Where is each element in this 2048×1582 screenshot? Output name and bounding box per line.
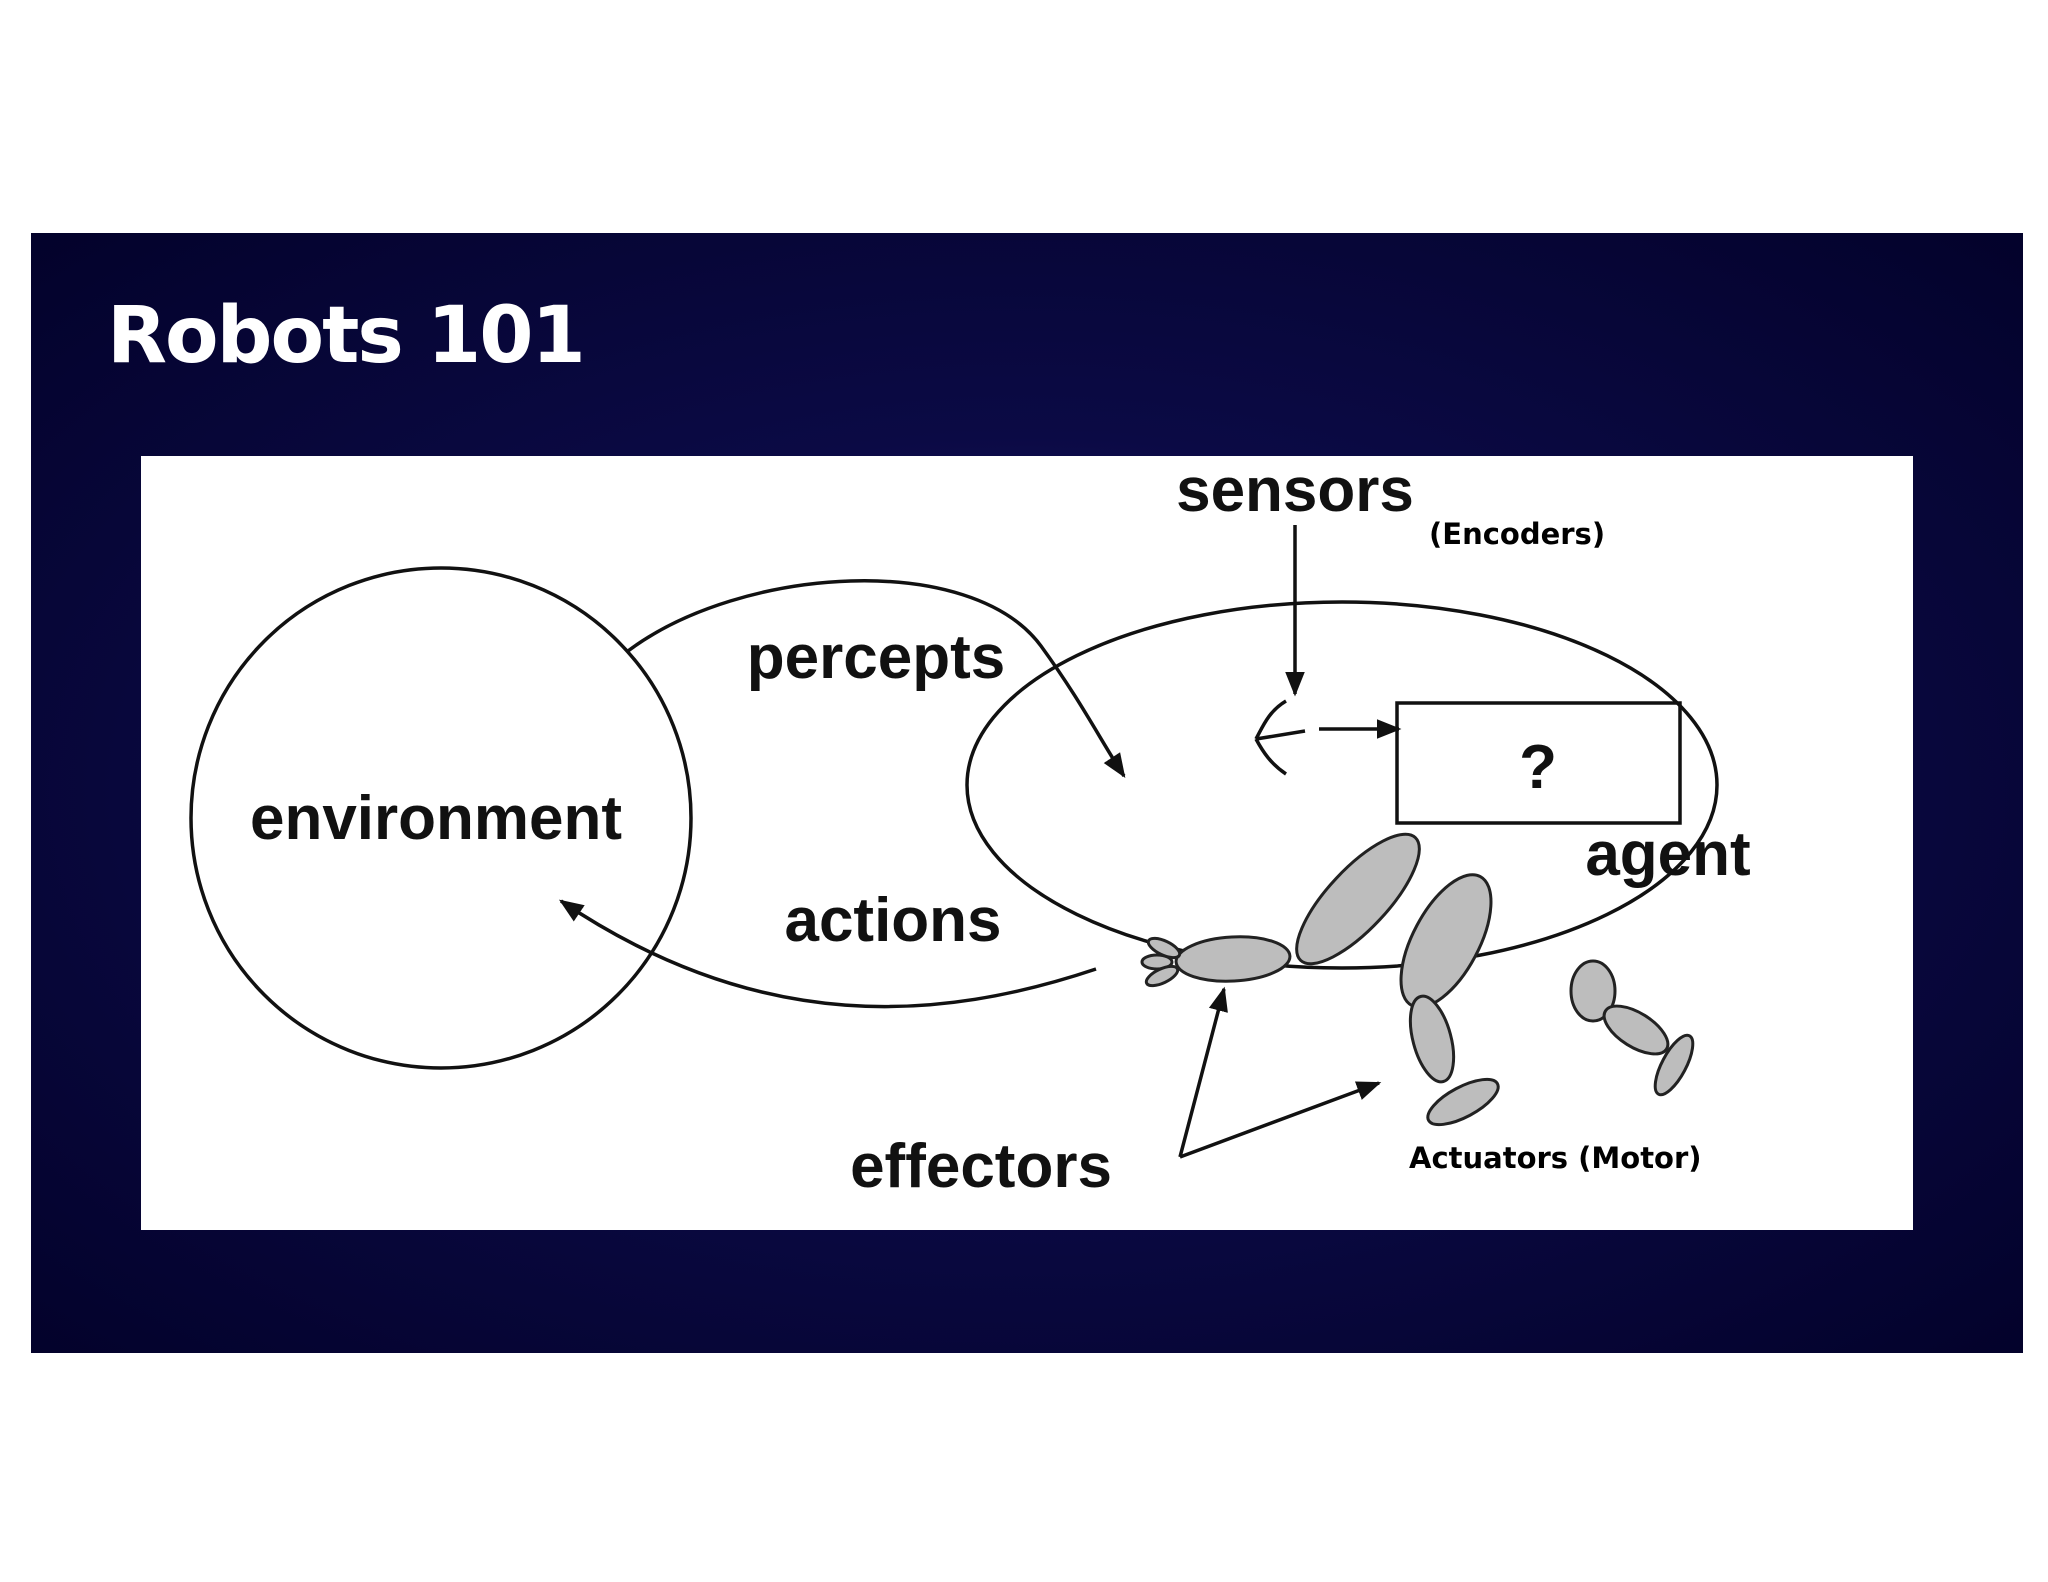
diagram-canvas: environment agent ? percepts actions sen… — [189, 456, 1751, 1201]
effectors-arrow-leg — [1179, 1081, 1382, 1159]
percepts-label: percepts — [747, 623, 1005, 692]
slide-title: Robots 101 — [107, 291, 586, 381]
back-foot — [1653, 1033, 1695, 1097]
actions-arrow — [558, 899, 1097, 1009]
actuators-label: Actuators (Motor) — [1409, 1141, 1702, 1175]
effectors-arrow-arm — [1178, 986, 1228, 1158]
back-leg-upper — [1569, 959, 1617, 1023]
percepts-arrow — [626, 579, 1126, 779]
leg-lower — [1408, 994, 1456, 1084]
arm-lower — [1174, 935, 1292, 983]
back-leg-lower — [1602, 1004, 1670, 1056]
environment-label: environment — [250, 784, 622, 853]
foot — [1426, 1077, 1500, 1127]
encoders-label: (Encoders) — [1429, 517, 1605, 551]
environment-circle — [189, 566, 693, 1070]
claw — [1140, 936, 1182, 988]
agent-ellipse — [965, 600, 1719, 970]
agent-environment-diagram: environment agent ? percepts actions sen… — [141, 456, 1913, 1230]
arm-upper — [1295, 832, 1421, 966]
slide: Robots 101 — [31, 233, 2023, 1353]
robot-limbs — [1140, 832, 1695, 1127]
agent-label: agent — [1585, 820, 1750, 889]
effectors-label: effectors — [850, 1132, 1112, 1201]
actions-label: actions — [784, 886, 1001, 955]
processor-box — [1395, 701, 1682, 825]
sensors-label: sensors — [1176, 456, 1414, 525]
processor-label: ? — [1519, 733, 1557, 802]
eye-icon — [1254, 699, 1306, 776]
